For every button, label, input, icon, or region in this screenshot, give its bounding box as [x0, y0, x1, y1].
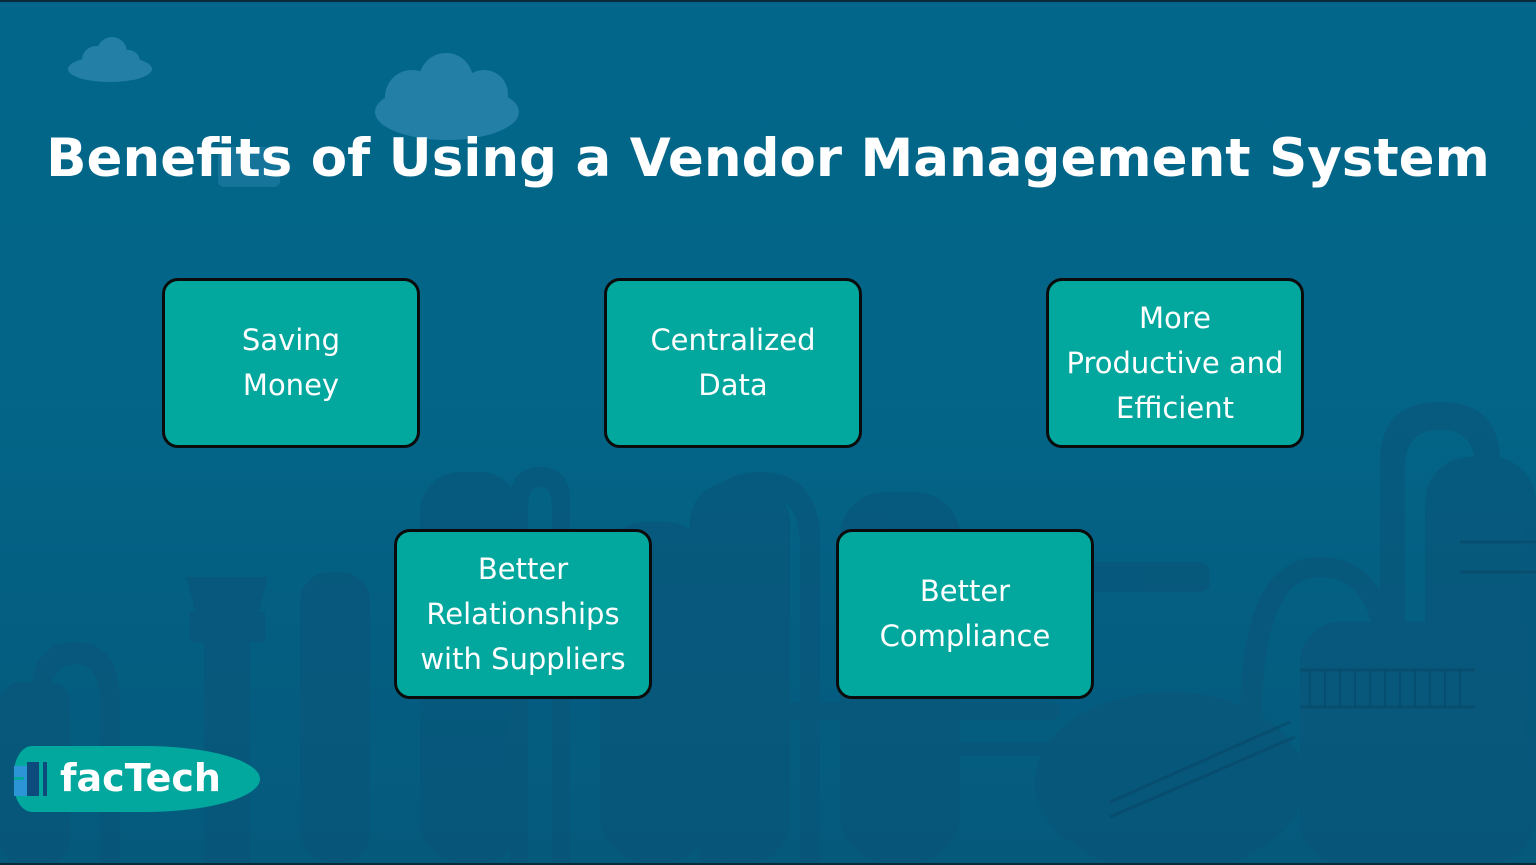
building-bars-icon: [14, 762, 47, 796]
slide-title: Benefits of Using a Vendor Management Sy…: [46, 128, 1490, 189]
benefit-box-supplier-relationships: Better Relationships with Suppliers: [394, 529, 652, 699]
cloud-icon: [375, 53, 519, 140]
benefit-label: More Productive and Efficient: [1066, 300, 1284, 425]
benefit-label: Saving Money: [241, 323, 341, 402]
cloud-icon: [68, 37, 152, 82]
logo-wordmark: facTech: [60, 756, 221, 800]
benefit-box-saving-money: Saving Money: [162, 278, 420, 448]
benefit-box-better-compliance: Better Compliance: [836, 529, 1094, 699]
benefit-box-centralized-data: Centralized Data: [604, 278, 862, 448]
benefit-label: Better Relationships with Suppliers: [420, 551, 626, 676]
benefit-label: Better Compliance: [879, 574, 1051, 653]
factech-logo: facTech: [14, 746, 260, 812]
benefit-label: Centralized Data: [650, 323, 816, 402]
benefit-box-productive-efficient: More Productive and Efficient: [1046, 278, 1304, 448]
